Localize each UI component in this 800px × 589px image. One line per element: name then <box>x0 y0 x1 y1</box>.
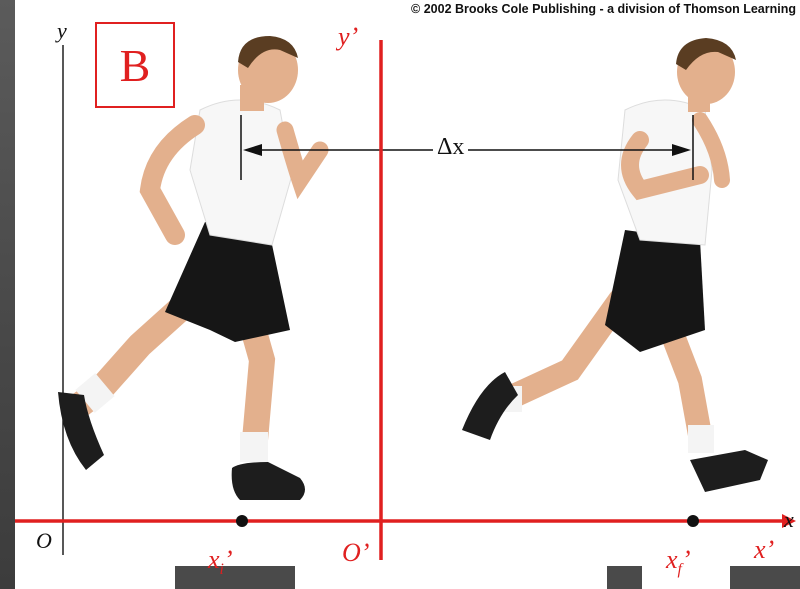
y-prime-label: y’ <box>338 22 359 51</box>
runner-final-figure <box>462 38 768 492</box>
y-axis-label: y <box>57 18 67 43</box>
bottom-band-left <box>15 566 175 589</box>
bottom-gap-1 <box>175 566 295 589</box>
figure-label-box: B <box>95 22 175 108</box>
initial-position-label: xi’ <box>208 545 233 579</box>
bottom-band-middle <box>295 566 607 589</box>
x-axis-label: x <box>784 507 794 532</box>
origin-label: O <box>36 528 52 553</box>
runner-initial-figure <box>58 36 329 500</box>
origin-prime-label: O’ <box>342 538 370 567</box>
bottom-band-right <box>642 566 730 589</box>
final-position-dot <box>687 515 699 527</box>
final-position-label: xf’ <box>666 545 691 579</box>
bottom-gap-3 <box>730 566 800 589</box>
copyright-notice: © 2002 Brooks Cole Publishing - a divisi… <box>411 2 796 16</box>
displacement-label: Δx <box>433 134 469 161</box>
x-axis-arrowhead <box>782 514 796 528</box>
x-prime-label: x’ <box>754 535 775 564</box>
bottom-gap-2 <box>607 566 642 589</box>
initial-position-dot <box>236 515 248 527</box>
